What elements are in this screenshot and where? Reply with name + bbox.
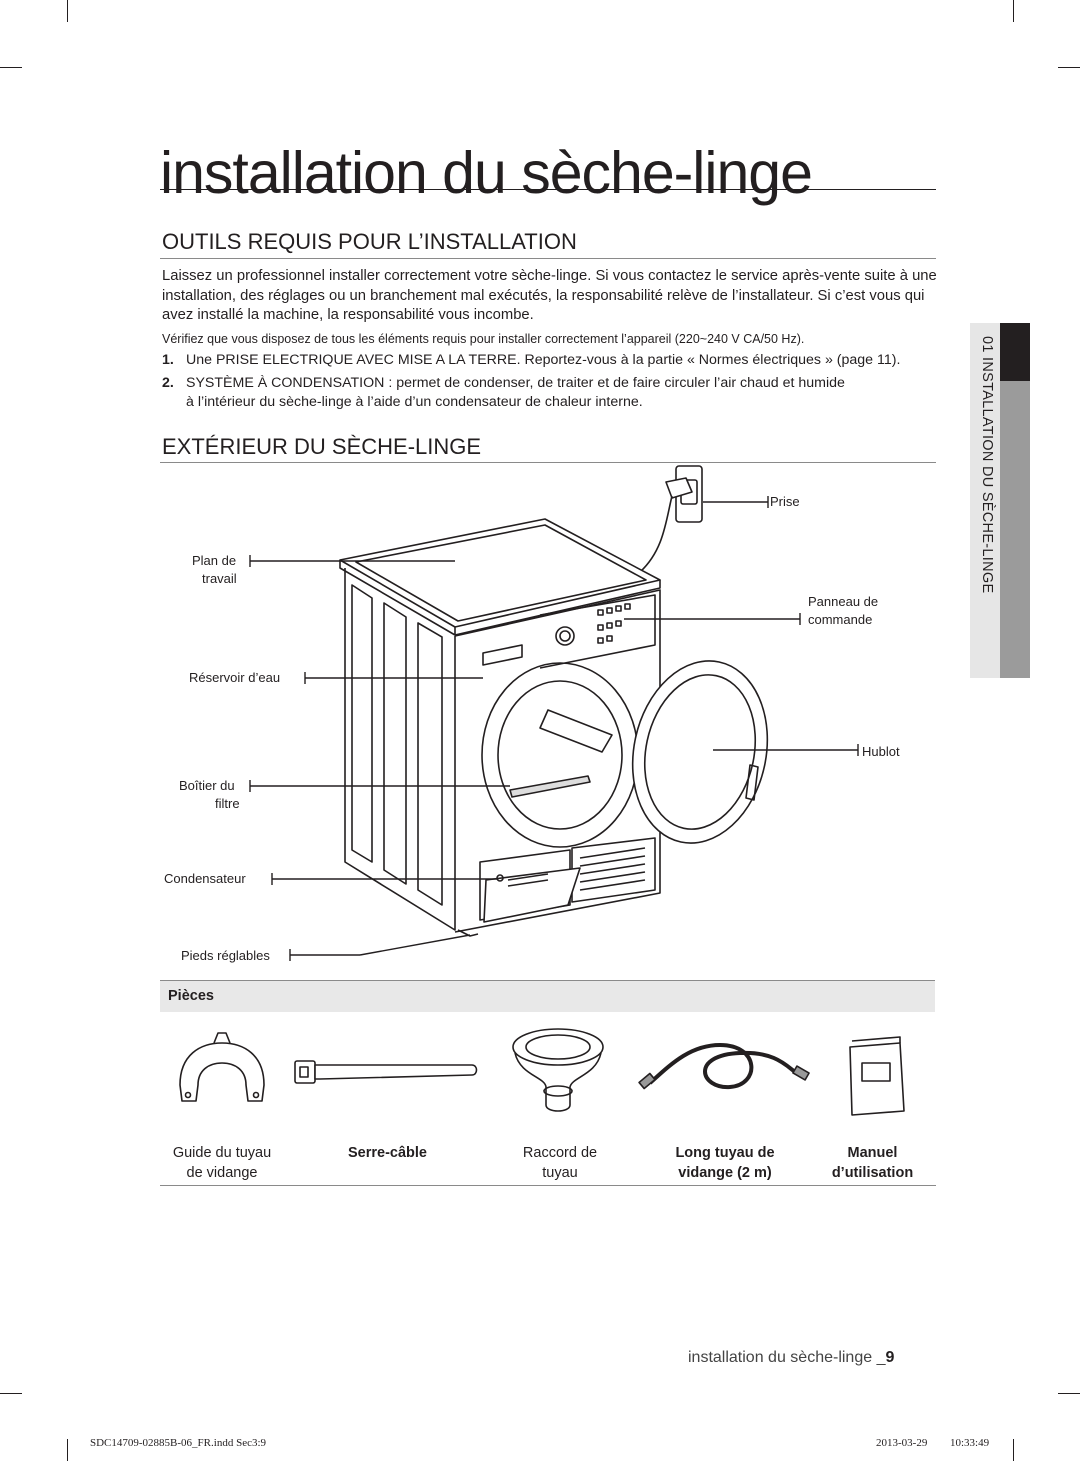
side-tab-marker xyxy=(1000,323,1030,381)
slug-date: 2013-03-29 xyxy=(876,1437,928,1449)
crop-mark xyxy=(0,67,22,68)
pieces-title: Pièces xyxy=(168,988,214,1004)
section-heading-exterior: EXTÉRIEUR DU SÈCHE-LINGE xyxy=(162,434,482,459)
pieces-bottom-rule xyxy=(160,1185,936,1186)
title-rule xyxy=(160,189,936,190)
label-boitier-filtre: Boîtier du xyxy=(179,778,235,793)
list-number: 2. xyxy=(162,375,174,391)
part-label-line: Manuel xyxy=(847,1145,898,1161)
voltage-note: Vérifiez que vous disposez de tous les é… xyxy=(162,332,805,346)
section-rule xyxy=(160,258,936,259)
label-plan-de-travail: Plan de xyxy=(192,553,237,568)
manual-icon xyxy=(849,1036,905,1116)
label-panneau-de-commande: commande xyxy=(808,612,873,627)
footer-text: installation du sèche-linge _ xyxy=(688,1349,886,1366)
list-text: Une PRISE ELECTRIQUE AVEC MISE A LA TERR… xyxy=(186,352,901,368)
side-tab-label: 01 INSTALLATION DU SÈCHE-LINGE xyxy=(979,336,995,594)
part-label-serre-cable: Serre-câble xyxy=(330,1143,445,1163)
part-label-line: Serre-câble xyxy=(348,1145,427,1161)
part-label-line: de vidange xyxy=(186,1165,258,1181)
label-pieds: Pieds réglables xyxy=(181,948,270,963)
part-label-line: vidange (2 m) xyxy=(678,1165,772,1181)
label-plan-de-travail: travail xyxy=(202,571,237,586)
label-condensateur: Condensateur xyxy=(164,871,246,886)
list-number: 1. xyxy=(162,352,174,368)
crop-mark xyxy=(67,0,68,22)
hose-guide-icon xyxy=(179,1032,265,1102)
part-label-line: tuyau xyxy=(542,1165,578,1181)
part-label-long-tuyau: Long tuyau de vidange (2 m) xyxy=(660,1143,790,1183)
intro-paragraph: Laissez un professionnel installer corre… xyxy=(162,268,937,323)
pieces-illustrations xyxy=(179,1028,905,1116)
hose-connector-icon xyxy=(512,1028,604,1112)
list-text: SYSTÈME À CONDENSATION : permet de conde… xyxy=(186,375,845,391)
crop-mark xyxy=(67,1439,68,1461)
slug-file: SDC14709-02885B-06_FR.indd Sec3:9 xyxy=(90,1437,267,1449)
list-item: 1. Une PRISE ELECTRIQUE AVEC MISE A LA TE… xyxy=(162,351,937,370)
crop-mark xyxy=(1058,67,1080,68)
page-number: 9 xyxy=(885,1349,895,1366)
section-rule xyxy=(160,462,936,463)
label-hublot: Hublot xyxy=(862,744,900,759)
drain-hose-icon xyxy=(638,1043,810,1090)
pieces-header-bar xyxy=(160,980,935,1012)
page-footer: installation du sèche-linge _9 xyxy=(688,1349,894,1367)
part-label-line: Raccord de xyxy=(522,1145,598,1161)
cable-tie-icon xyxy=(294,1060,478,1084)
part-label-line: Long tuyau de xyxy=(675,1145,775,1161)
label-panneau-de-commande: Panneau de xyxy=(808,594,879,609)
crop-mark xyxy=(1058,1393,1080,1394)
section-heading-tools: OUTILS REQUIS POUR L’INSTALLATION xyxy=(162,229,577,254)
part-label-manuel: Manuel d’utilisation xyxy=(815,1143,930,1183)
part-label-raccord: Raccord de tuyau xyxy=(505,1143,615,1183)
part-label-line: Guide du tuyau xyxy=(172,1145,272,1161)
dryer-illustration xyxy=(249,465,859,961)
label-boitier-filtre: filtre xyxy=(215,796,240,811)
crop-mark xyxy=(0,1393,22,1394)
part-label-line: d’utilisation xyxy=(831,1165,914,1181)
side-tab-bar xyxy=(1000,381,1030,678)
label-reservoir: Réservoir d’eau xyxy=(189,670,281,685)
crop-mark xyxy=(1013,0,1014,22)
page-title: installation du sèche-linge xyxy=(160,140,813,206)
list-item: 2. SYSTÈME À CONDENSATION : permet de con… xyxy=(162,374,937,412)
list-text-continued: à l’intérieur du sèche-linge à l’aide d’… xyxy=(186,394,643,410)
label-prise: Prise xyxy=(770,494,800,509)
part-label-guide: Guide du tuyau de vidange xyxy=(162,1143,282,1183)
slug-time: 10:33:49 xyxy=(950,1437,990,1449)
crop-mark xyxy=(1013,1439,1014,1461)
